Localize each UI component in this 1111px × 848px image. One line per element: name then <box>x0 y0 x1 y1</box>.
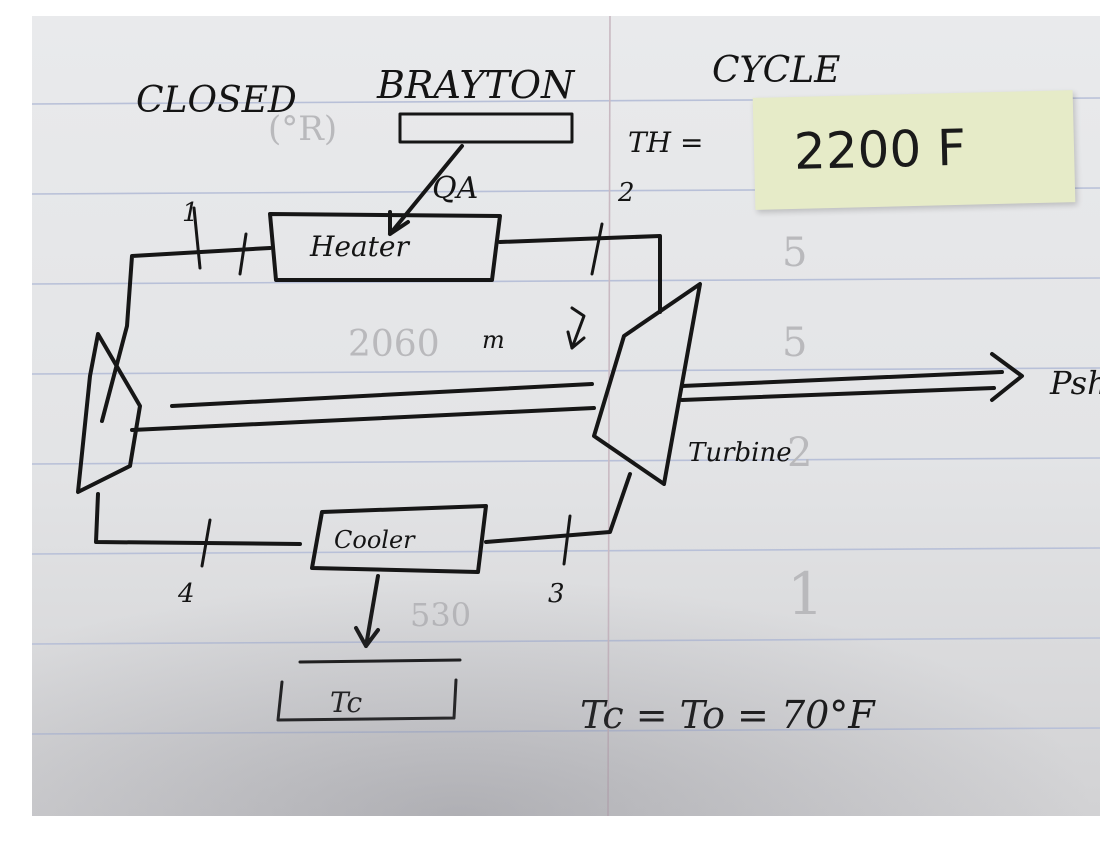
faint-mark-1: (°R) <box>268 109 337 149</box>
title-word-closed: CLOSED <box>136 80 297 121</box>
heater-box <box>268 212 502 282</box>
state-2-label: 2 <box>617 178 635 208</box>
faint-mark-6: 1 <box>787 560 824 628</box>
shaft-upper <box>170 382 594 408</box>
faint-mark-7: 530 <box>410 596 471 634</box>
state-ticks-top <box>192 206 604 276</box>
pipe-compressor-to-heater <box>100 246 272 423</box>
faint-mark-2: 2060 <box>348 324 440 365</box>
work-arrow <box>566 306 586 350</box>
cycle-diagram: (°R) 2060 5 5 2 1 530 CLOSED BRAYTON CYC… <box>32 16 1100 816</box>
pipe-cooler-to-compressor <box>94 492 302 546</box>
power-out-arrow <box>680 352 1024 402</box>
cooler-label: Cooler <box>334 526 416 554</box>
heat-source-box <box>398 112 574 144</box>
faint-mark-4: 5 <box>782 320 807 366</box>
heat-out-arrow <box>354 574 380 648</box>
turbine-label: Turbine <box>688 438 792 468</box>
notebook-photo: (°R) 2060 5 5 2 1 530 CLOSED BRAYTON CYC… <box>32 16 1100 816</box>
pipe-heater-to-turbine <box>498 234 662 314</box>
cold-temp-equation: Tc = To = 70°F <box>580 693 876 737</box>
shaft-lower <box>130 406 596 432</box>
cooler-box <box>310 504 488 574</box>
title-word-brayton: BRAYTON <box>376 63 576 107</box>
hot-temp-value: 2200 F <box>793 118 967 181</box>
hot-temp-label: TH = <box>628 126 703 159</box>
state-4-label: 4 <box>177 579 195 609</box>
compressor <box>76 332 142 494</box>
state-ticks-bottom <box>200 514 572 568</box>
state-3-label: 3 <box>548 579 565 609</box>
faint-mark-5: 2 <box>787 430 812 476</box>
heat-in-label: QA <box>432 171 478 206</box>
cold-reservoir-label: Tc <box>330 686 363 719</box>
power-label: Psh <box>1049 364 1100 402</box>
title-word-cycle: CYCLE <box>712 50 840 91</box>
faint-background-marks: (°R) 2060 5 5 2 1 530 <box>268 109 824 634</box>
heater-label: Heater <box>309 230 411 263</box>
title: CLOSED BRAYTON CYCLE <box>136 50 840 121</box>
cold-reservoir-box <box>276 658 462 722</box>
state-1-label: 1 <box>182 198 199 228</box>
work-arrow-label: m <box>482 326 505 354</box>
faint-mark-3: 5 <box>782 230 807 276</box>
turbine <box>592 282 702 486</box>
sticky-note: 2200 F <box>752 90 1076 210</box>
pipe-turbine-to-cooler <box>484 472 632 544</box>
